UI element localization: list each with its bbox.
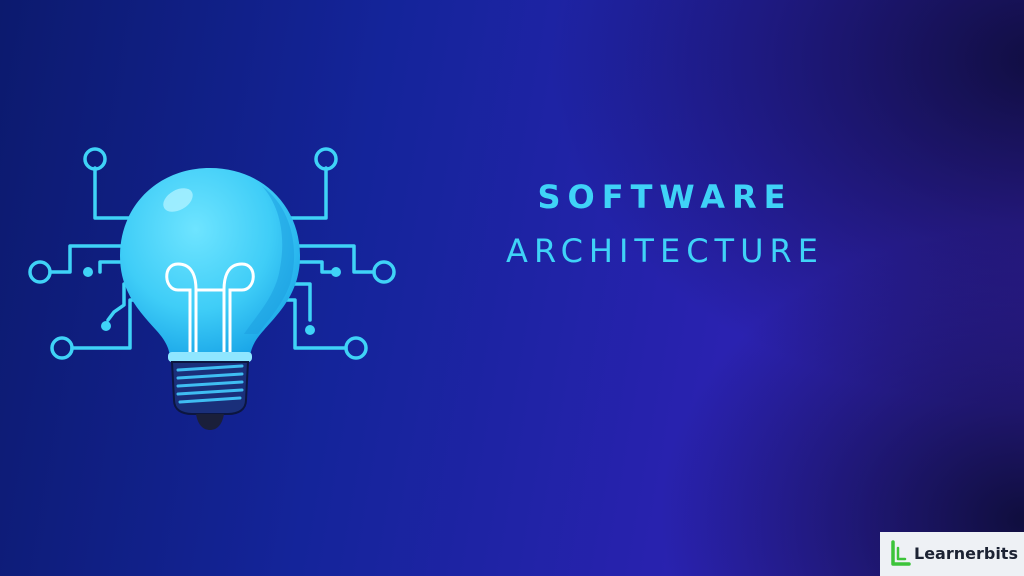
logo-text: Learnerbits: [914, 544, 1018, 563]
bulb-glass: [120, 168, 300, 360]
lightbulb-illustration: [0, 0, 420, 576]
learnerbits-logo: Learnerbits: [880, 532, 1024, 576]
title-architecture: ARCHITECTURE: [506, 232, 824, 270]
circuit-nodes: [28, 147, 396, 360]
filament: [165, 262, 255, 354]
lightbulb-circuit-icon: [28, 147, 396, 430]
learnerbits-logo-icon: [891, 540, 911, 566]
circuit-small-nodes: [83, 267, 341, 335]
title-software: SOFTWARE: [537, 178, 793, 216]
